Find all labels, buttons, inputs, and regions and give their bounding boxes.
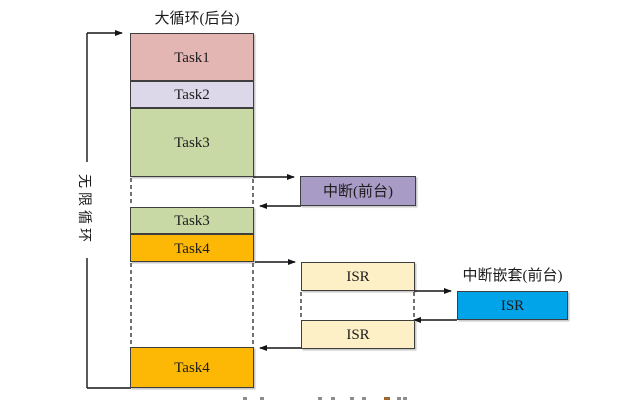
- interrupt-label: 中断(前台): [323, 183, 393, 200]
- task-box-task1: Task1: [130, 33, 254, 81]
- task-box-task3-resumed: Task3: [130, 207, 254, 234]
- nested-isr-label: ISR: [500, 298, 525, 314]
- task1-label: Task1: [174, 49, 210, 66]
- infinite-loop-label: 无限循环: [76, 174, 91, 246]
- nested-interrupt-title: 中断嵌套(前台): [462, 268, 563, 284]
- interrupt-box: 中断(前台): [300, 176, 416, 206]
- task3-label: Task3: [174, 135, 210, 151]
- isr-first-label: ISR: [346, 269, 370, 285]
- task4-resumed-label: Task4: [174, 360, 210, 376]
- task-box-task3: Task3: [130, 108, 254, 177]
- task4-label: Task4: [174, 240, 210, 257]
- isr-box-first: ISR: [301, 262, 415, 291]
- task3-resumed-label: Task3: [174, 213, 210, 229]
- task-box-task4-resumed: Task4: [130, 347, 254, 388]
- task-box-task4: Task4: [130, 234, 254, 262]
- task2-label: Task2: [174, 87, 210, 103]
- big-loop-title: 大循环(后台): [154, 11, 240, 27]
- isr-box-second: ISR: [301, 320, 415, 349]
- task-box-task2: Task2: [130, 81, 254, 108]
- isr-second-label: ISR: [346, 327, 370, 343]
- nested-isr-box: ISR: [457, 291, 568, 320]
